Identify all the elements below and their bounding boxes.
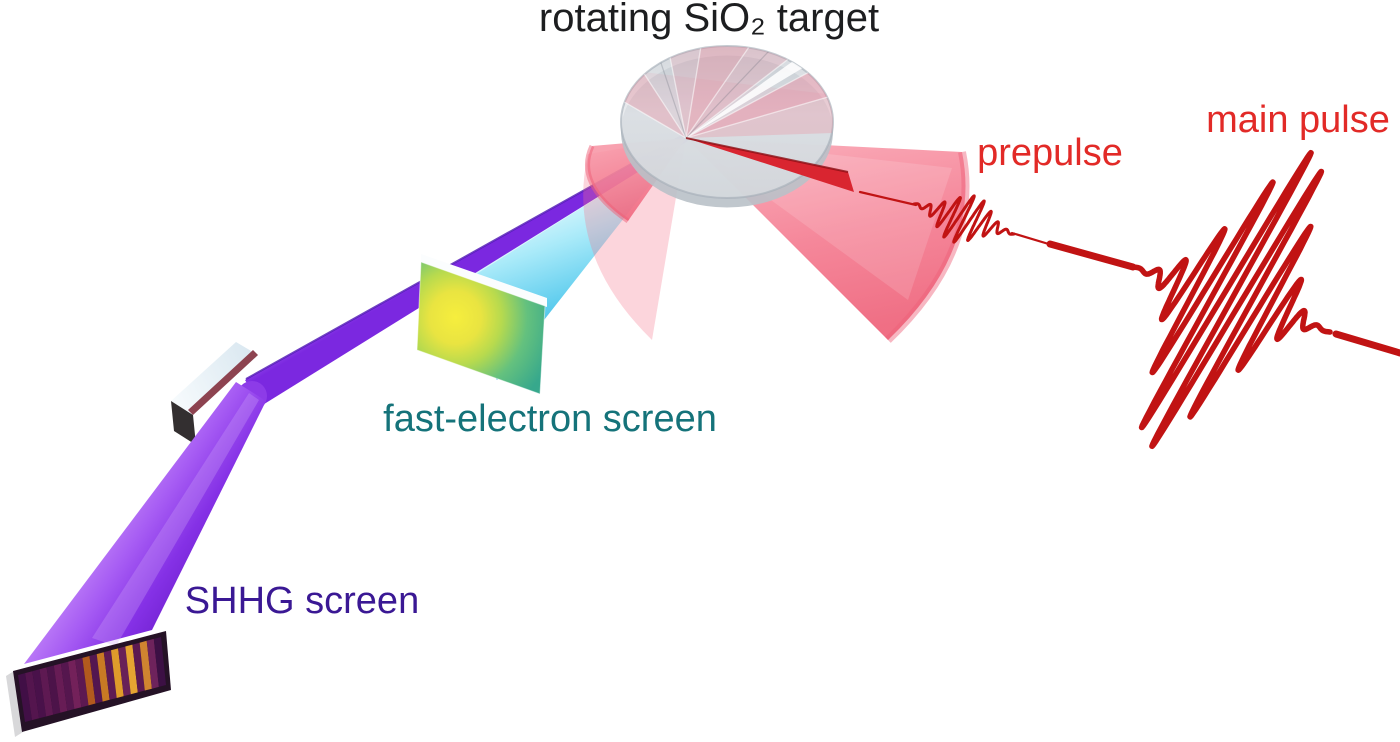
fast-electron-screen-label: fast-electron screen [383, 398, 717, 440]
spectrum-stripe [32, 669, 47, 719]
mirror-side-face [171, 401, 196, 445]
mirror-edge-face [188, 350, 258, 415]
prepulse-waveform [912, 194, 1016, 244]
axis-thin-line [1010, 231, 1054, 247]
spectrum-stripe [75, 657, 89, 708]
fast-electron-screen [416, 254, 547, 395]
spectrum-stripe [89, 654, 103, 704]
spectrum-stripe [60, 661, 75, 711]
axis-thick-line [1046, 240, 1137, 271]
mirror-top-face [171, 342, 258, 415]
spectrum-stripe [53, 663, 68, 713]
screen-top-edge [421, 254, 547, 307]
beam-highlight [92, 393, 259, 646]
target-sector-lines [621, 46, 833, 139]
spectrum-stripe [132, 642, 145, 693]
beam-axis-line [858, 190, 918, 207]
focused-beam [685, 137, 918, 207]
rotating-target [620, 45, 834, 208]
spectrum-stripe [39, 667, 54, 717]
spectrum-stripe [153, 637, 166, 687]
prepulse-label: prepulse [977, 132, 1123, 174]
spectrum-stripe [103, 650, 117, 700]
main-pulse-waveform [1130, 149, 1333, 450]
shhg-screen [6, 631, 171, 737]
spectrum-stripe [125, 644, 138, 695]
axis-thick-line [1332, 330, 1400, 357]
mirror [171, 342, 258, 445]
cone-rim [585, 144, 630, 224]
shhg-screen-label: SHHG screen [184, 580, 420, 622]
screen-side-edge [6, 671, 23, 737]
spectrum-stripe [139, 640, 152, 691]
pulse-train-lines [1010, 231, 1400, 357]
pulse-waveforms [912, 149, 1333, 450]
spectrum-stripe [111, 648, 124, 698]
spectrum-stripe [18, 673, 32, 722]
target-sectors [621, 46, 833, 139]
spectrum-stripe [25, 671, 40, 721]
target-bright-streak [686, 59, 806, 138]
spectrum-stripe [118, 646, 131, 697]
spectrum-stripe [46, 665, 61, 715]
shhg-spectrum-stripes [18, 637, 166, 722]
spectrum-stripe [68, 659, 82, 709]
screen-face [416, 261, 546, 395]
main-pulse-label: main pulse [1206, 99, 1390, 141]
cone-rim [885, 151, 970, 343]
diagram-title: rotating SiO₂ target [538, 0, 880, 40]
shhg-beam-downstream [24, 381, 267, 664]
spectrum-stripe [96, 652, 110, 702]
spectrum-stripe [146, 638, 159, 689]
spectrum-stripe [82, 656, 96, 706]
